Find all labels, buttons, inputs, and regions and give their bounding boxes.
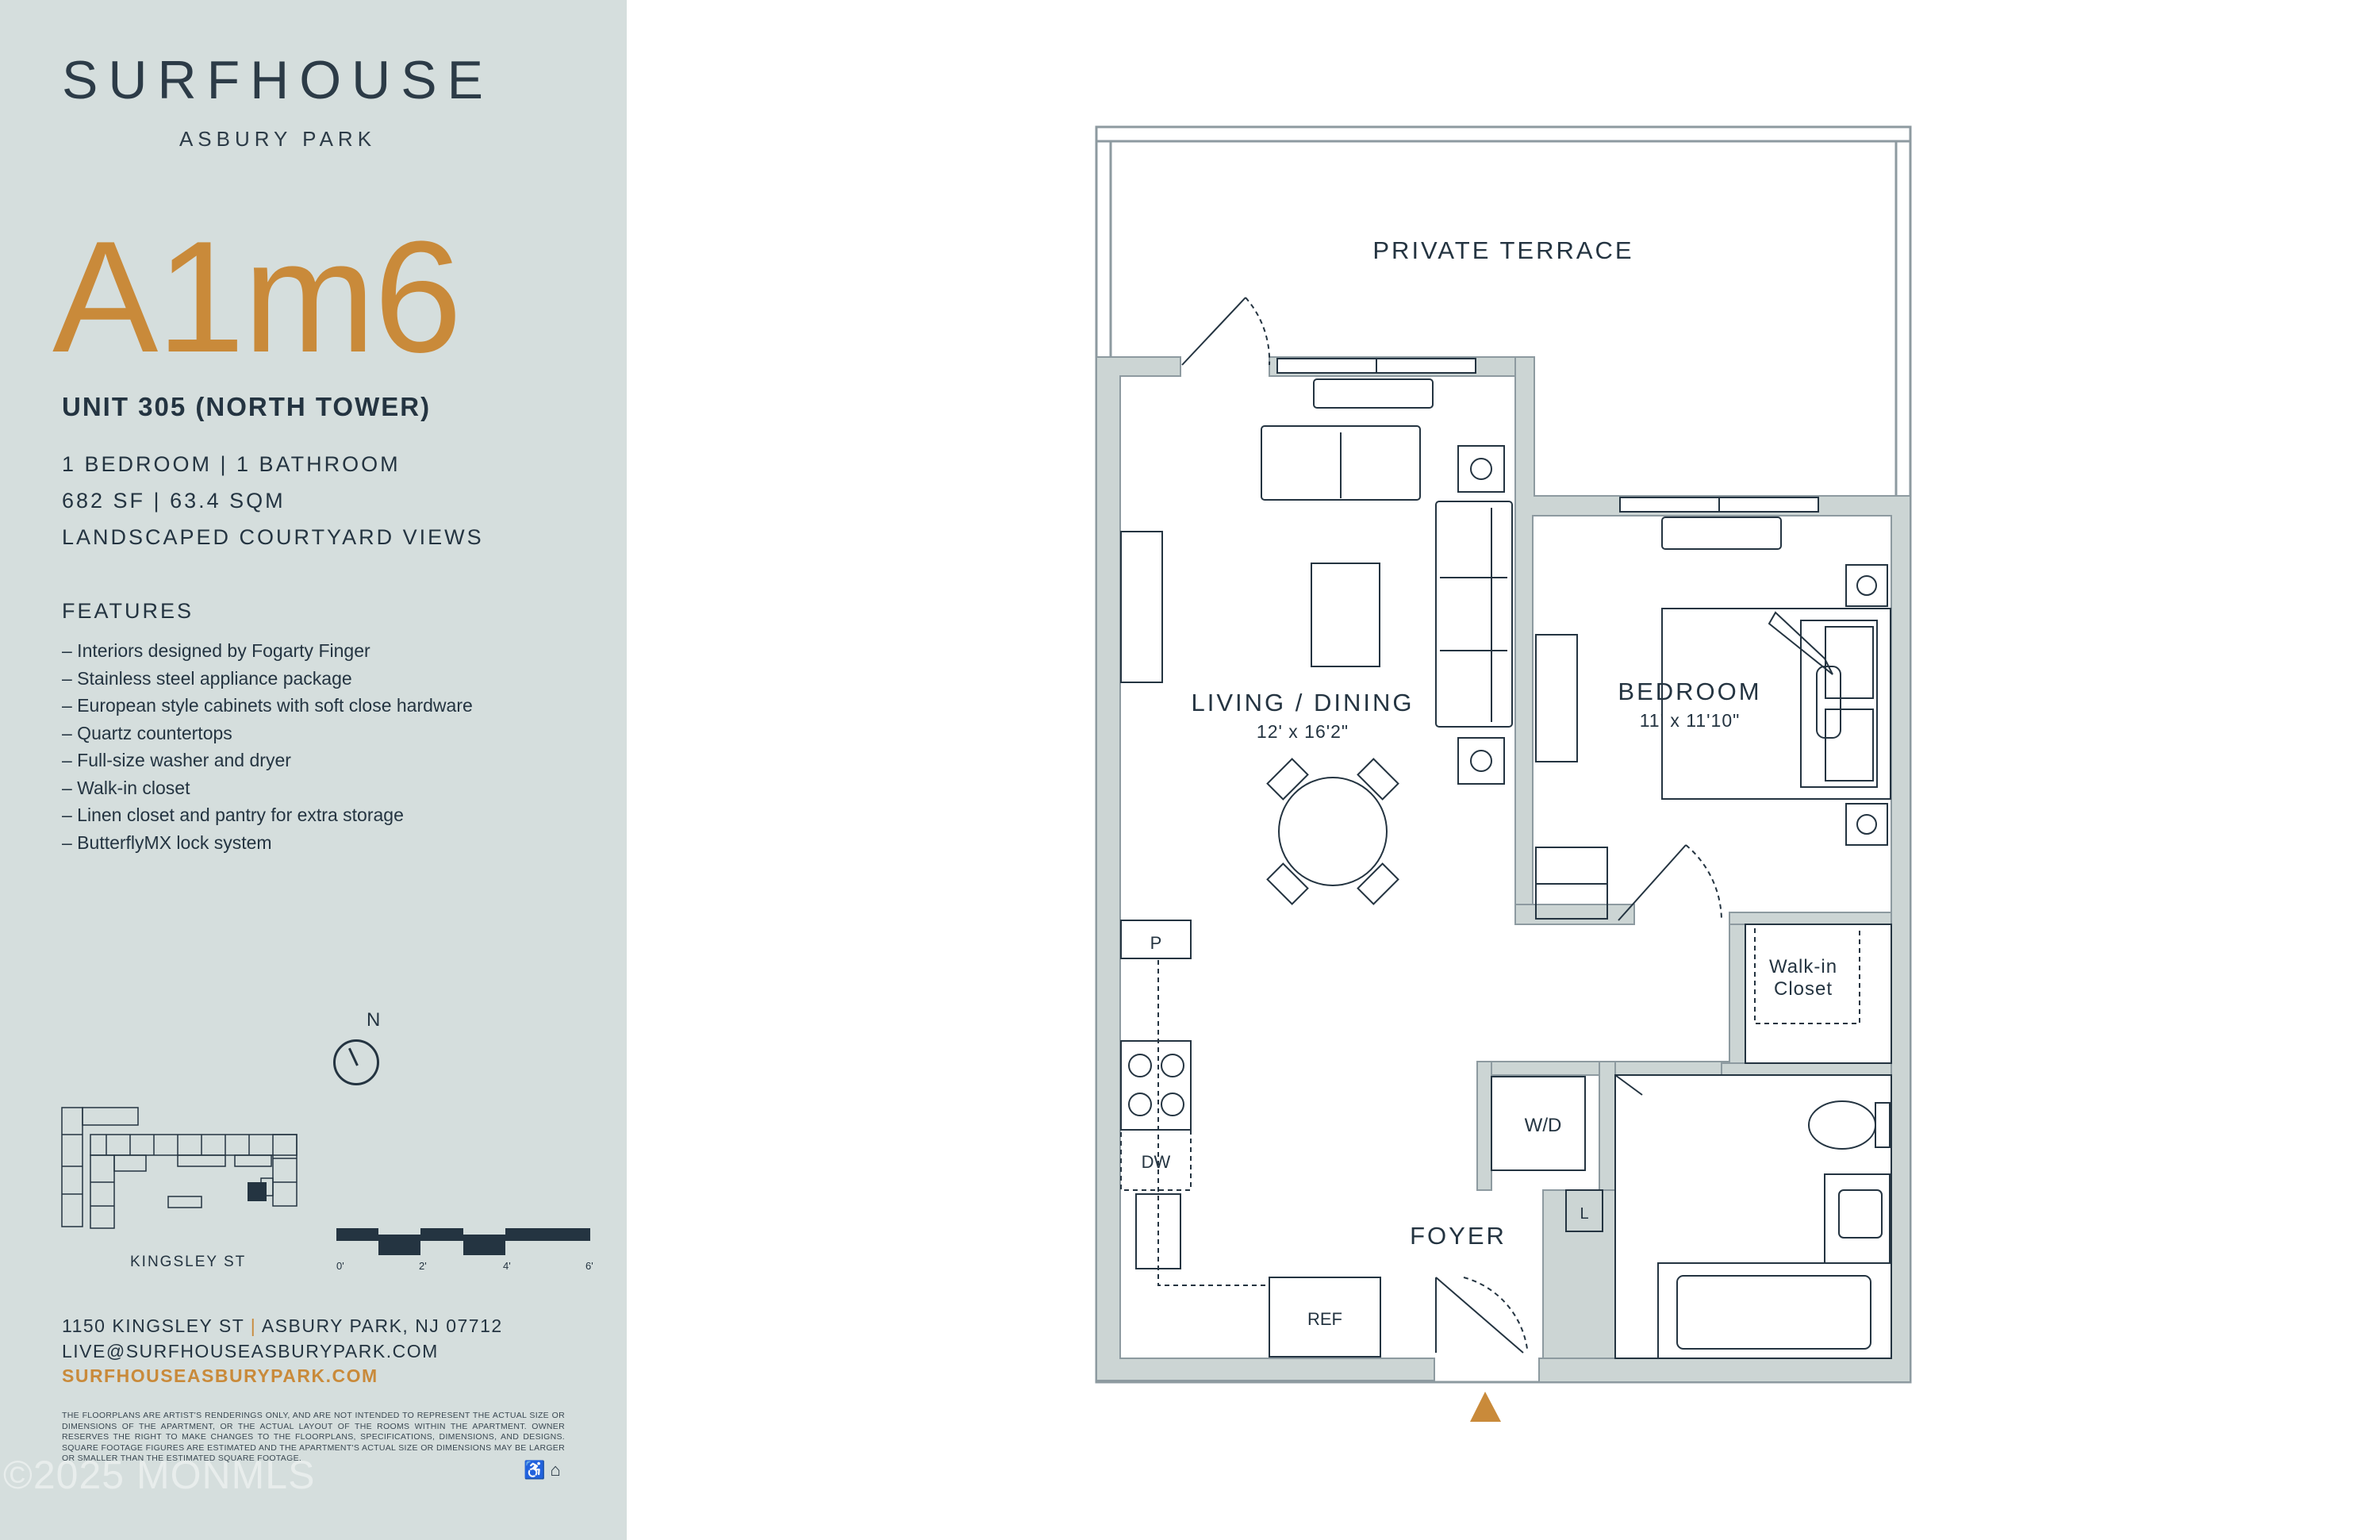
compass-north-label: N xyxy=(367,1009,381,1031)
email-link[interactable]: LIVE@SURFHOUSEASBURYPARK.COM xyxy=(62,1341,439,1361)
spec-bed-bath: 1 BEDROOM | 1 BATHROOM xyxy=(62,452,401,476)
kitchen xyxy=(1120,920,1381,1358)
unit-title: UNIT 305 (NORTH TOWER) xyxy=(62,392,432,421)
compass-icon xyxy=(333,1039,379,1085)
feature-item: – Linen closet and pantry for extra stor… xyxy=(62,805,404,825)
feature-item: – Interiors designed by Fogarty Finger xyxy=(62,640,370,661)
living-dining-dimensions: 12' x 16'2" xyxy=(1257,721,1349,742)
feature-item: – Stainless steel appliance package xyxy=(62,667,352,689)
address-street: 1150 KINGSLEY ST xyxy=(62,1315,244,1336)
bedroom-label: BEDROOM xyxy=(1618,678,1761,705)
bedroom-furniture xyxy=(1535,517,1891,920)
disclaimer-text: THE FLOORPLANS ARE ARTIST'S RENDERINGS O… xyxy=(62,1411,565,1463)
scale-label: 0' xyxy=(336,1260,344,1272)
walk-in-closet xyxy=(1745,924,1892,1064)
scale-label: 6' xyxy=(585,1260,593,1272)
closet-label-line2: Closet xyxy=(1774,978,1833,1000)
foyer-label: FOYER xyxy=(1410,1222,1507,1250)
brand-subtitle: ASBURY PARK xyxy=(178,127,377,151)
website-link[interactable]: SURFHOUSEASBURYPARK.COM xyxy=(62,1365,378,1386)
closet-label-line1: Walk-in xyxy=(1769,956,1837,977)
linen-closet-label: L xyxy=(1580,1205,1588,1223)
floor-plan: PRIVATE TERRACE LIVING / DINING 12' x 16… xyxy=(1095,125,1912,1422)
site-street-label: KINGSLEY ST xyxy=(130,1254,247,1270)
living-furniture xyxy=(1120,378,1513,905)
entry-marker-icon xyxy=(1470,1392,1501,1422)
accessibility-icon: ♿ ⌂ xyxy=(524,1460,561,1480)
terrace-label: PRIVATE TERRACE xyxy=(1372,236,1633,264)
bedroom-dimensions: 11' x 11'10" xyxy=(1640,710,1741,731)
windows xyxy=(1276,358,1819,513)
address-city: ASBURY PARK, NJ 07712 xyxy=(261,1315,503,1336)
site-plan-map xyxy=(61,1107,298,1229)
doors xyxy=(1181,297,1722,1354)
address-separator: | xyxy=(250,1315,257,1336)
spec-views: LANDSCAPED COURTYARD VIEWS xyxy=(62,525,484,549)
scale-bar xyxy=(336,1228,590,1255)
refrigerator-label: REF xyxy=(1307,1309,1342,1329)
feature-item: – Quartz countertops xyxy=(62,722,232,743)
brand-logo: SURFHOUSE xyxy=(62,50,493,110)
spec-area: 682 SF | 63.4 SQM xyxy=(62,489,286,513)
dishwasher-label: DW xyxy=(1142,1152,1171,1172)
address: 1150 KINGSLEY ST | ASBURY PARK, NJ 07712 xyxy=(62,1315,503,1337)
pantry-label: P xyxy=(1150,933,1162,953)
walls xyxy=(1096,356,1911,1383)
features-list: – Interiors designed by Fogarty Finger –… xyxy=(62,637,473,856)
living-dining-label: LIVING / DINING xyxy=(1192,689,1415,716)
mls-watermark: ©2025 MONMLS xyxy=(3,1453,316,1497)
scale-label: 2' xyxy=(419,1260,427,1272)
feature-item: – ButterflyMX lock system xyxy=(62,831,272,853)
bathroom xyxy=(1614,1074,1892,1359)
feature-item: – Full-size washer and dryer xyxy=(62,750,291,770)
laundry xyxy=(1491,1076,1603,1232)
washer-dryer-label: W/D xyxy=(1525,1115,1562,1136)
feature-item: – European style cabinets with soft clos… xyxy=(62,695,473,716)
feature-item: – Walk-in closet xyxy=(62,777,190,798)
info-panel: SURFHOUSE ASBURY PARK A1m6 UNIT 305 (NOR… xyxy=(0,0,627,1540)
unit-code: A1m6 xyxy=(52,209,462,386)
features-heading: FEATURES xyxy=(62,599,194,623)
scale-label: 4' xyxy=(503,1260,511,1272)
